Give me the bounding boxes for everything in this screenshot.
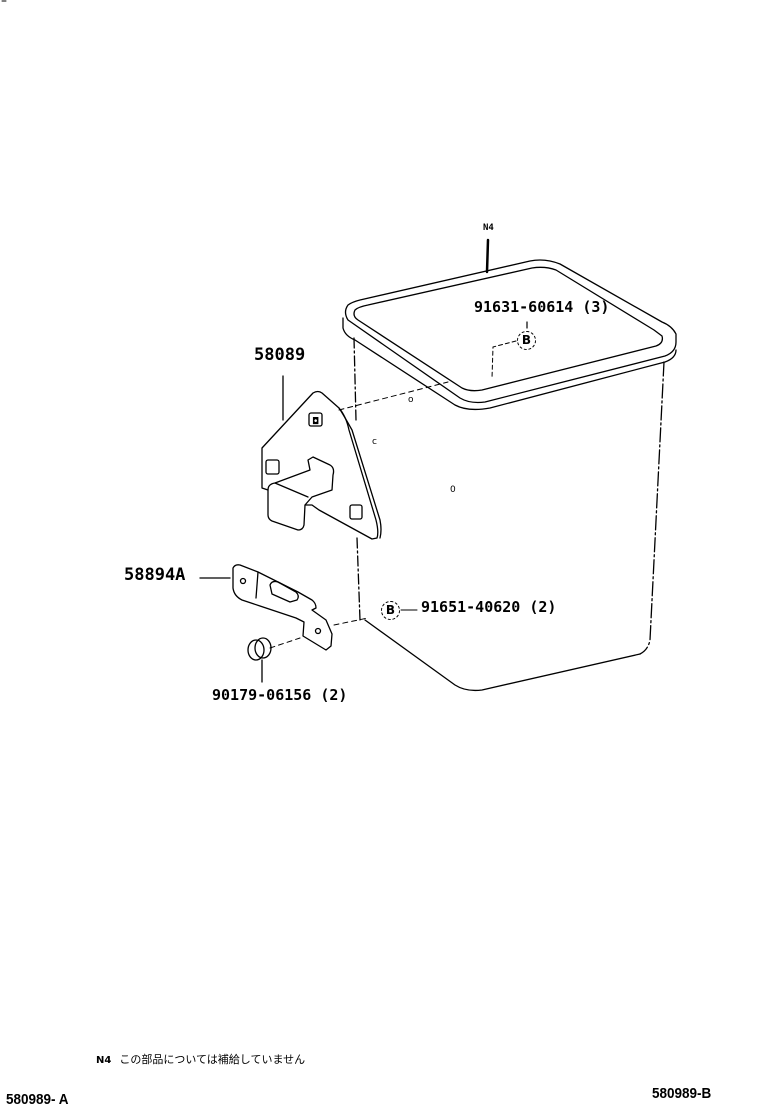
svg-text:c: c	[372, 437, 377, 447]
part-label-90179-06156[interactable]: 90179-06156 (2)	[212, 686, 348, 704]
n4-marker-label: N4	[483, 223, 494, 233]
bracket-58894a	[232, 564, 333, 651]
ref-symbol-b-top: B	[517, 331, 536, 350]
part-label-58894a[interactable]: 58894A	[124, 565, 186, 585]
part-label-91631-60614[interactable]: 91631-60614 (3)	[474, 298, 610, 316]
diagram-code-right: 580989-B	[652, 1085, 712, 1102]
footnote-code: N4	[96, 1055, 112, 1066]
part-label-91651-40620[interactable]: 91651-40620 (2)	[421, 598, 557, 616]
footnote: N4 この部品については補給していません	[96, 1054, 305, 1066]
footnote-text: この部品については補給していません	[119, 1053, 306, 1066]
ref-symbol-b-side: B	[381, 601, 400, 620]
part-label-58089[interactable]: 58089	[254, 345, 306, 365]
svg-text:◘: ◘	[312, 417, 319, 427]
storage-box	[342, 259, 677, 692]
diagram-code-left: 580989- A	[6, 1091, 69, 1108]
nut-90179	[247, 637, 272, 683]
svg-text:o: o	[408, 395, 414, 405]
bracket-58089: ◘	[261, 390, 382, 540]
n4-leader-line	[485, 238, 490, 274]
svg-text:0: 0	[450, 485, 456, 495]
